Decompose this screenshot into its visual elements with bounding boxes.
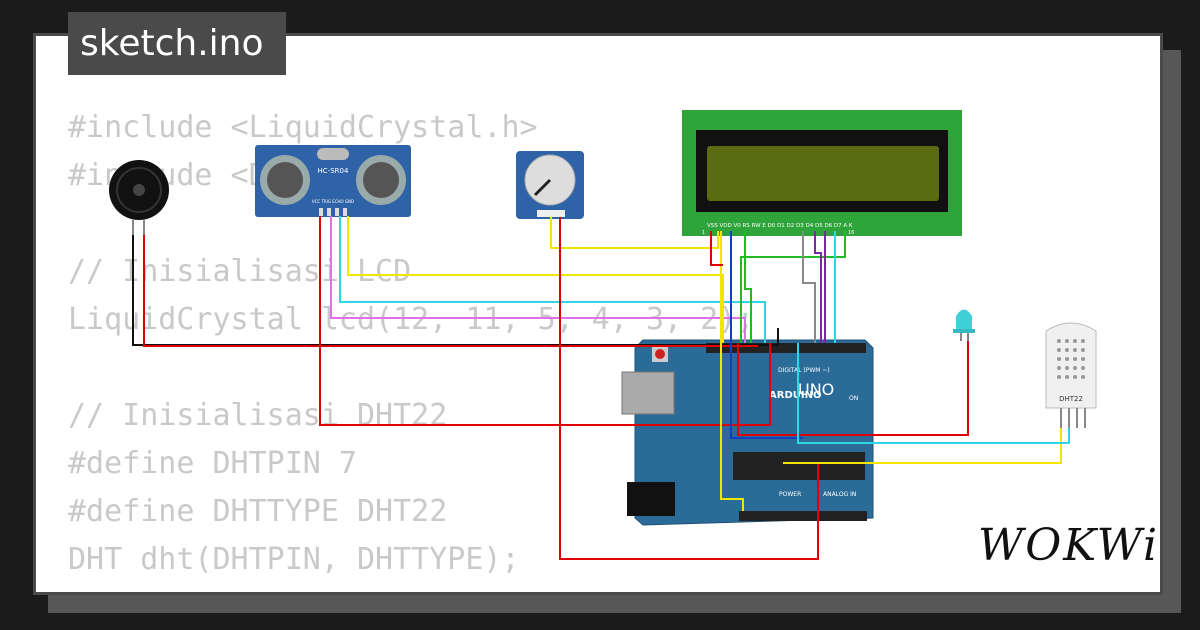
arduino-on-label: ON	[849, 395, 858, 402]
project-preview-card: #include <LiquidCrystal.h>#include <DHT.…	[33, 33, 1163, 595]
wire-ultrasonic-gnd	[347, 216, 724, 343]
wire-pot-wiper	[550, 217, 719, 249]
lcd-pin-labels: VSS VDD V0 RS RW E D0 D1 D2 D3 D4 D5 D6 …	[707, 223, 853, 229]
wire-lcd-k	[740, 231, 846, 343]
wire-lcd-vdd	[720, 231, 744, 511]
wire-lcd-d5	[814, 231, 822, 343]
code-line: DHT dht(DHTPIN, DHTTYPE);	[68, 542, 520, 577]
code-line: #define DHTTYPE DHT22	[68, 494, 448, 529]
wire-ultrasonic-echo	[339, 216, 766, 343]
code-line: #include <LiquidCrystal.h>	[68, 110, 538, 145]
buzzer	[109, 160, 169, 235]
wire-lcd-rs	[730, 231, 803, 439]
lcd-pin-last: 16	[848, 230, 854, 236]
wire-dht-vcc	[783, 428, 1062, 464]
arduino-digital-label: DIGITAL (PWM ~)	[778, 367, 830, 374]
wire-ultrasonic-vcc	[319, 216, 771, 426]
wire-buzzer-signal	[143, 235, 758, 347]
dht22-sensor: DHT22	[1045, 322, 1097, 428]
file-tab[interactable]: sketch.ino	[68, 12, 286, 75]
wire-dht-data	[797, 343, 1070, 444]
potentiometer	[516, 151, 584, 219]
wokwi-logo: WOKWi	[978, 520, 1160, 571]
led	[953, 309, 975, 341]
arduino-model: UNO	[798, 380, 834, 399]
ultrasonic-sensor: HC-SR04 VCC TRIG ECHO GND	[255, 145, 411, 217]
ultrasonic-label: HC-SR04	[318, 167, 349, 175]
code-line: // Inisialisasi LCD	[68, 254, 412, 289]
arduino-uno: ARDUINO UNO DIGITAL (PWM ~) POWER ANALOG…	[621, 339, 874, 526]
arduino-logo-text: ARDUINO	[769, 390, 821, 401]
dht22-label: DHT22	[1059, 395, 1083, 403]
wire-pot-vcc	[559, 217, 819, 560]
ultrasonic-pins-label: VCC TRIG ECHO GND	[312, 199, 354, 204]
lcd-display: VSS VDD V0 RS RW E D0 D1 D2 D3 D4 D5 D6 …	[682, 110, 962, 236]
arduino-power-label: POWER	[779, 491, 801, 498]
wire-buzzer-gnd	[132, 235, 779, 346]
wires	[132, 216, 1070, 560]
wire-ultrasonic-trig	[330, 216, 746, 343]
circuit-diagram: HC-SR04 VCC TRIG ECHO GND VSS VDD V0 RS …	[109, 110, 1097, 560]
wire-lcd-d4	[802, 231, 816, 343]
lcd-pin-first: 1	[702, 230, 705, 236]
code-line: #define DHTPIN 7	[68, 446, 357, 481]
code-line: // Inisialisasi DHT22	[68, 398, 448, 433]
wire-lcd-e	[744, 231, 752, 343]
arduino-analog-label: ANALOG IN	[823, 491, 856, 498]
wire-led	[737, 341, 969, 436]
wire-lcd-vss	[710, 231, 723, 266]
